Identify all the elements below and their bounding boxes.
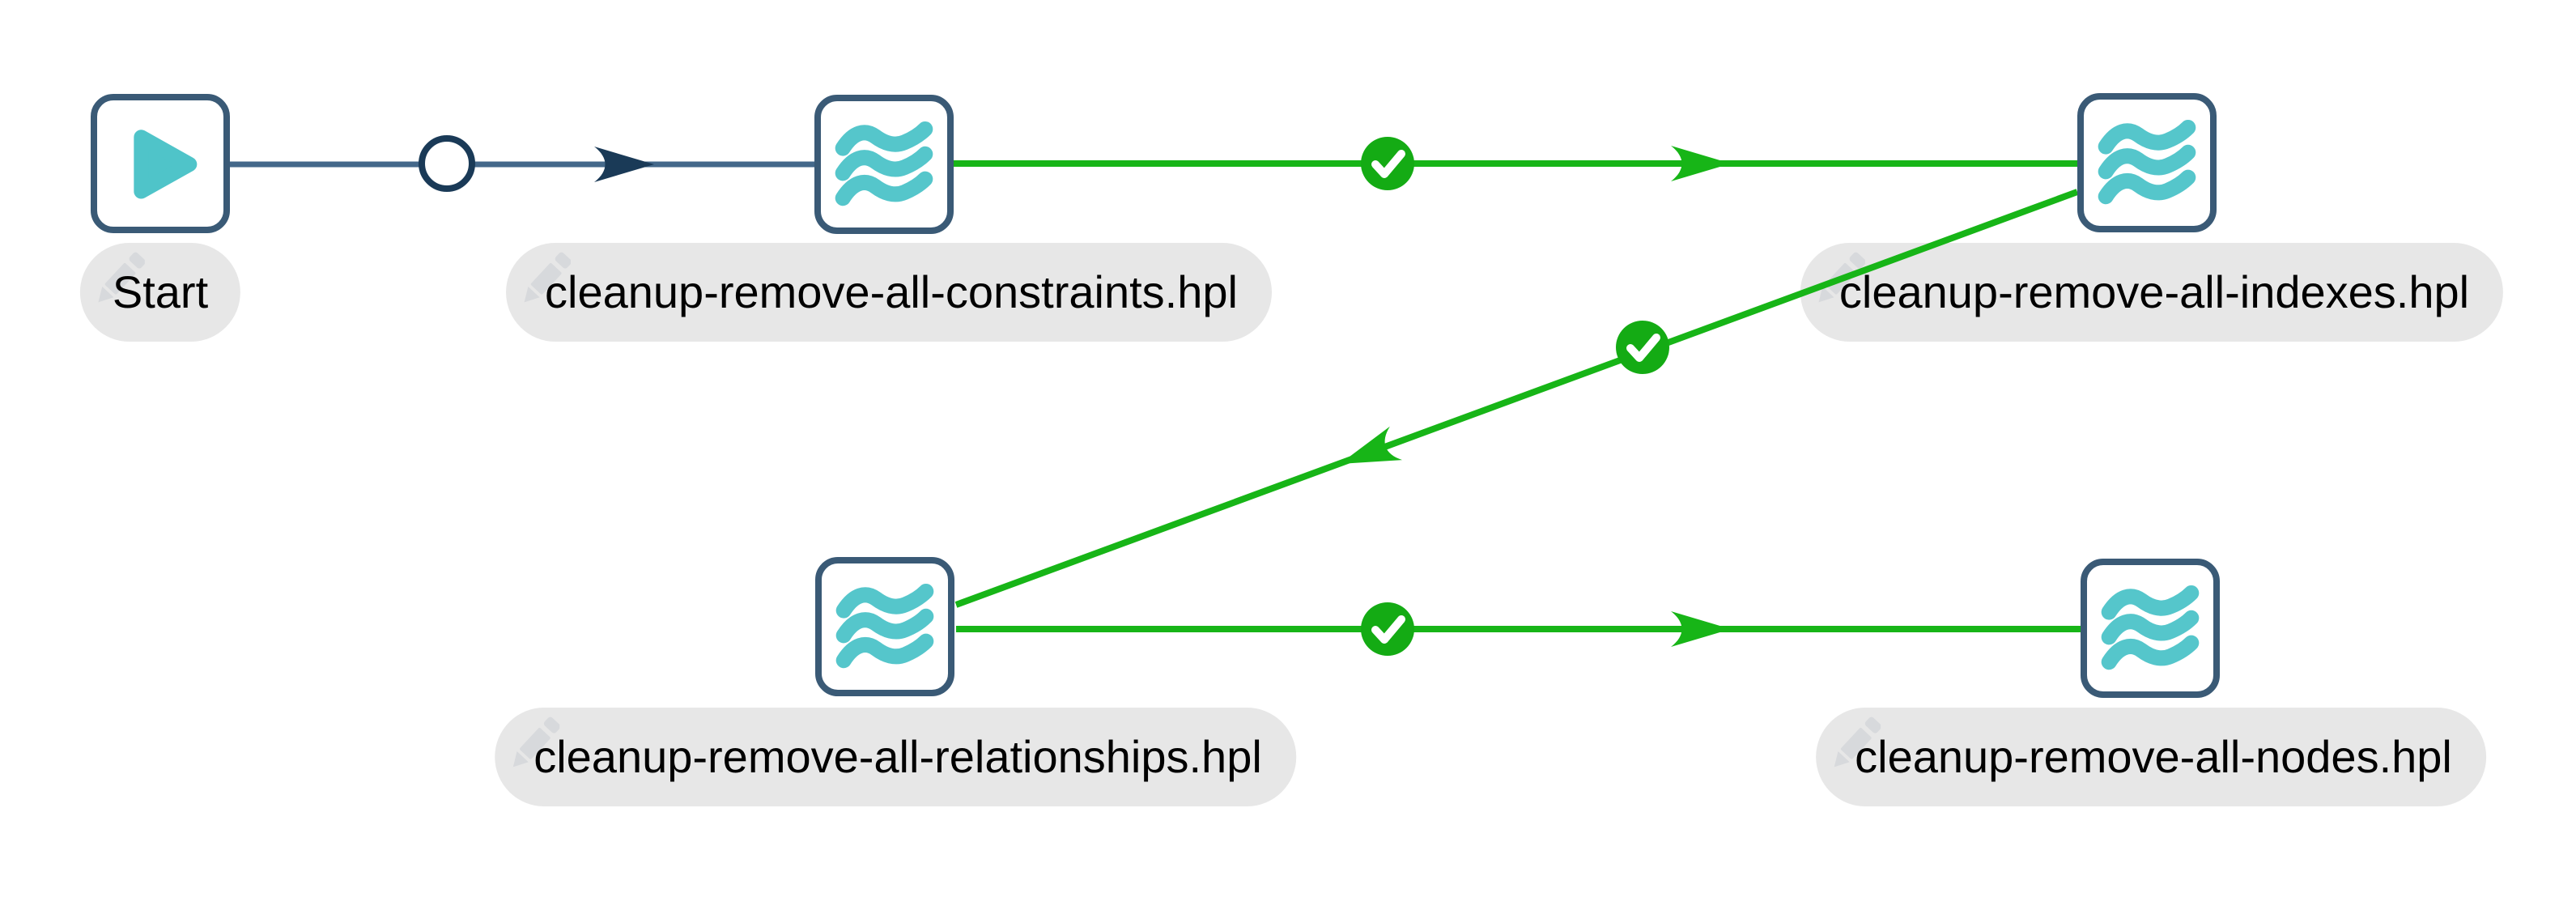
node-label-cleanup-remove-all-constraints[interactable]: cleanup-remove-all-constraints.hpl	[506, 243, 1272, 342]
node-label-text: cleanup-remove-all-relationships.hpl	[533, 731, 1262, 782]
node-label-text: cleanup-remove-all-constraints.hpl	[545, 266, 1238, 317]
node-label-cleanup-remove-all-indexes[interactable]: cleanup-remove-all-indexes.hpl	[1800, 243, 2504, 342]
node-cleanup-remove-all-indexes[interactable]	[2077, 93, 2217, 232]
node-cleanup-remove-all-constraints[interactable]	[814, 95, 954, 234]
node-label-cleanup-remove-all-nodes[interactable]: cleanup-remove-all-nodes.hpl	[1816, 708, 2486, 806]
node-label-cleanup-remove-all-relationships[interactable]: cleanup-remove-all-relationships.hpl	[495, 708, 1296, 806]
node-label-start[interactable]: Start	[79, 243, 241, 342]
pipeline-waves-icon	[835, 583, 934, 669]
node-start[interactable]	[91, 94, 230, 233]
pipeline-waves-icon	[835, 121, 933, 206]
node-cleanup-remove-all-relationships[interactable]	[815, 557, 954, 696]
hop-link-relationships-to-nodes[interactable]	[956, 602, 2081, 656]
node-cleanup-remove-all-nodes[interactable]	[2081, 559, 2220, 698]
hop-link-constraints-to-indexes[interactable]	[954, 137, 2077, 190]
hop-line[interactable]	[954, 189, 2079, 608]
play-icon	[134, 130, 198, 199]
pipeline-waves-icon	[2101, 585, 2200, 670]
pipeline-waves-icon	[2098, 119, 2196, 205]
node-label-text: cleanup-remove-all-indexes.hpl	[1838, 266, 2470, 317]
hop-link-start-to-constraints[interactable]	[230, 135, 814, 192]
node-label-text: cleanup-remove-all-nodes.hpl	[1855, 731, 2452, 782]
node-label-text: Start	[112, 266, 209, 317]
